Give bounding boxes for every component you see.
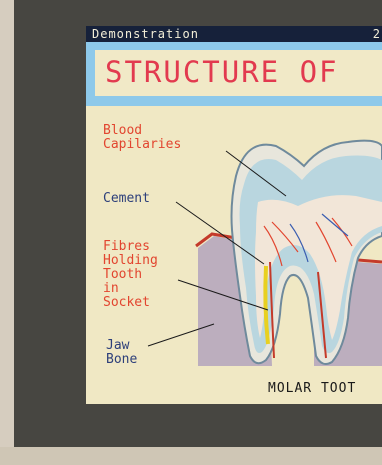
crt-screen: Demonstration 2 STRUCTURE OF Bloo <box>86 26 382 404</box>
label-jaw-bone: Jaw Bone <box>106 339 137 367</box>
page-edge <box>0 0 14 465</box>
page-edge-bottom <box>0 447 382 465</box>
label-fibres: Fibres Holding Tooth in Socket <box>103 240 158 310</box>
label-cement: Cement <box>103 192 150 206</box>
diagram-caption: MOLAR TOOT <box>268 381 356 396</box>
label-blood-capillaries: Blood Capilaries <box>103 124 181 152</box>
